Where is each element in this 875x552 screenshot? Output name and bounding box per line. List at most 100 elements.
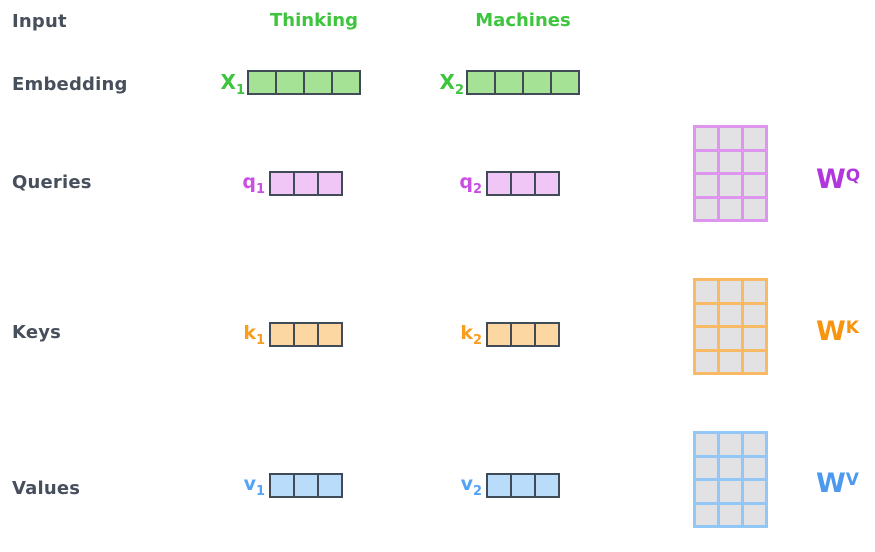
vector-label-k1-base: k	[243, 322, 256, 344]
vector-label-q1-base: q	[242, 171, 256, 193]
matrix-cell	[744, 281, 765, 302]
matrix-label-wq: WQ	[816, 166, 860, 193]
vector-cell	[488, 475, 510, 496]
vector-cell	[488, 324, 510, 345]
vector-label-q2: q2	[430, 171, 482, 196]
matrix-label-wv-sup: V	[845, 470, 859, 490]
matrix-cell	[720, 151, 741, 172]
vector-cell	[534, 324, 558, 345]
matrix-cell	[744, 504, 765, 525]
matrix-label-wv: WV	[816, 470, 859, 497]
vector-label-q1-sub: 1	[255, 181, 265, 197]
vector-label-k1-sub: 1	[255, 332, 265, 348]
embedding-vector-x1	[247, 70, 361, 95]
value-vector-v1	[269, 473, 343, 498]
vector-cell	[317, 324, 341, 345]
vector-cell	[293, 324, 317, 345]
vector-cell	[303, 72, 331, 93]
key-vector-k1	[269, 322, 343, 347]
matrix-cell	[744, 457, 765, 478]
embedding-vector-x2	[466, 70, 580, 95]
matrix-label-wk: WK	[816, 318, 859, 345]
row-label-queries: Queries	[12, 172, 92, 193]
matrix-cell	[744, 434, 765, 455]
matrix-cell	[744, 198, 765, 219]
vector-cell	[293, 173, 317, 194]
matrix-cell	[744, 481, 765, 502]
matrix-label-wq-sup: Q	[845, 166, 861, 186]
vector-label-k2-sub: 2	[472, 332, 482, 348]
matrix-cell	[720, 434, 741, 455]
matrix-label-wk-sup: K	[845, 318, 859, 338]
weight-matrix-wk	[693, 278, 768, 375]
vector-cell	[317, 475, 341, 496]
vector-label-k2: k2	[430, 322, 482, 347]
matrix-cell	[696, 281, 717, 302]
matrix-cell	[720, 198, 741, 219]
vector-label-k2-base: k	[460, 322, 473, 344]
vector-label-v1-base: v	[243, 473, 256, 495]
weight-matrix-wq	[693, 125, 768, 222]
vector-label-q1: q1	[213, 171, 265, 196]
matrix-cell	[696, 434, 717, 455]
vector-cell	[550, 72, 578, 93]
word-machines: Machines	[475, 10, 571, 31]
vector-label-q2-base: q	[459, 171, 473, 193]
matrix-cell	[696, 151, 717, 172]
matrix-cell	[696, 457, 717, 478]
matrix-cell	[744, 304, 765, 325]
matrix-cell	[720, 351, 741, 372]
word-thinking: Thinking	[270, 10, 358, 31]
key-vector-k2	[486, 322, 560, 347]
matrix-label-wq-base: W	[816, 164, 846, 195]
vector-label-x2: X2	[412, 70, 464, 97]
matrix-cell	[696, 481, 717, 502]
matrix-cell	[744, 328, 765, 349]
matrix-label-wk-base: W	[816, 316, 846, 347]
matrix-label-wv-base: W	[816, 468, 846, 499]
query-vector-q1	[269, 171, 343, 196]
vector-cell	[510, 475, 534, 496]
vector-cell	[271, 475, 293, 496]
matrix-cell	[696, 351, 717, 372]
matrix-cell	[720, 304, 741, 325]
vector-label-v2-base: v	[460, 473, 473, 495]
vector-label-x1-base: X	[220, 70, 236, 94]
query-vector-q2	[486, 171, 560, 196]
vector-label-v2-sub: 2	[472, 483, 482, 499]
vector-label-v1-sub: 1	[255, 483, 265, 499]
row-label-embedding: Embedding	[12, 74, 128, 95]
vector-cell	[271, 324, 293, 345]
matrix-cell	[696, 504, 717, 525]
matrix-cell	[720, 328, 741, 349]
matrix-cell	[720, 504, 741, 525]
vector-label-v1: v1	[213, 473, 265, 498]
vector-cell	[275, 72, 303, 93]
vector-label-x2-base: X	[439, 70, 455, 94]
weight-matrix-wv	[693, 431, 768, 528]
vector-label-x1-sub: 1	[235, 83, 245, 98]
matrix-cell	[720, 128, 741, 149]
matrix-cell	[696, 128, 717, 149]
row-label-values: Values	[12, 478, 81, 499]
vector-label-v2: v2	[430, 473, 482, 498]
vector-cell	[331, 72, 359, 93]
matrix-cell	[744, 175, 765, 196]
vector-cell	[534, 475, 558, 496]
vector-cell	[317, 173, 341, 194]
vector-cell	[249, 72, 275, 93]
matrix-cell	[696, 304, 717, 325]
vector-cell	[271, 173, 293, 194]
matrix-cell	[744, 351, 765, 372]
vector-label-k1: k1	[213, 322, 265, 347]
vector-cell	[510, 324, 534, 345]
matrix-cell	[720, 457, 741, 478]
row-label-input: Input	[12, 11, 67, 32]
matrix-cell	[696, 198, 717, 219]
vector-label-x2-sub: 2	[454, 83, 464, 98]
vector-cell	[522, 72, 550, 93]
vector-label-x1: X1	[193, 70, 245, 97]
vector-cell	[293, 475, 317, 496]
vector-cell	[534, 173, 558, 194]
